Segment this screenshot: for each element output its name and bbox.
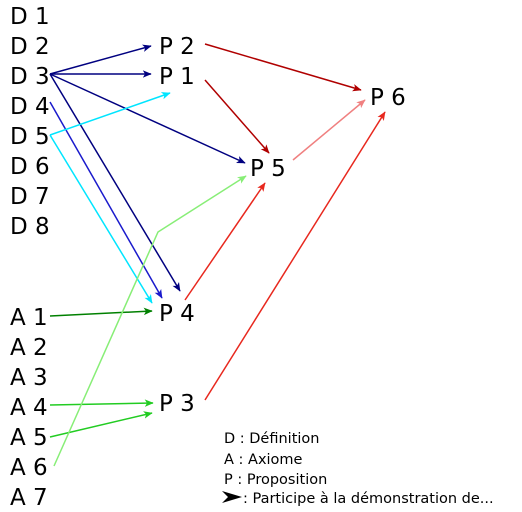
arrow-d3-to-p5 (49, 73, 246, 164)
node-a7: A 7 (10, 485, 48, 511)
node-d4: D 4 (10, 94, 50, 120)
arrow-a4-to-p3 (49, 399, 154, 407)
node-a6: A 6 (10, 455, 48, 481)
legend-arrow-icon (222, 491, 242, 503)
node-a5: A 5 (10, 425, 48, 451)
arrow-d3-to-p2 (49, 44, 152, 75)
arrow-p4-to-p5 (184, 182, 266, 301)
legend-definition: D : Définition (224, 431, 319, 447)
node-d5: D 5 (10, 124, 50, 150)
legend-participe: : Participe à la démonstration de... (243, 491, 494, 507)
node-p6: P 6 (370, 85, 406, 111)
node-p4: P 4 (159, 301, 195, 327)
arrow-p5-to-p6 (292, 99, 366, 161)
arrow-d5-to-p1 (49, 92, 171, 136)
arrow-a5-to-p3 (49, 411, 153, 438)
node-d6: D 6 (10, 154, 50, 180)
node-a3: A 3 (10, 365, 48, 391)
arrow-d3-to-p4 (49, 73, 181, 292)
node-a1: A 1 (10, 305, 48, 331)
arrow-a1-to-p4 (49, 307, 153, 317)
dependency-arrows (49, 43, 386, 467)
legend: D : Définition A : Axiome P : Propositio… (222, 431, 494, 507)
arrow-d5-to-p4 (49, 134, 153, 304)
arrow-d4-to-p4 (49, 101, 163, 299)
node-d7: D 7 (10, 184, 50, 210)
arrow-p1-to-p5 (204, 79, 270, 154)
arrow-a6-to-p5 (53, 175, 247, 467)
node-p1: P 1 (159, 64, 195, 90)
legend-proposition: P : Proposition (224, 472, 327, 488)
arrow-p2-to-p6 (204, 43, 362, 92)
node-d1: D 1 (10, 4, 50, 30)
node-p5: P 5 (250, 156, 286, 182)
node-d8: D 8 (10, 214, 50, 240)
node-labels: D 1 D 2 D 3 D 4 D 5 D 6 D 7 D 8 A 1 A 2 A 3 A 4 A 5 A… (10, 4, 406, 511)
node-a2: A 2 (10, 335, 48, 361)
node-d2: D 2 (10, 34, 50, 60)
arrow-p3-to-p6 (204, 111, 386, 401)
node-d3: D 3 (10, 64, 50, 90)
legend-axiome: A : Axiome (224, 452, 303, 468)
node-a4: A 4 (10, 395, 48, 421)
node-p2: P 2 (159, 34, 195, 60)
node-p3: P 3 (159, 391, 195, 417)
